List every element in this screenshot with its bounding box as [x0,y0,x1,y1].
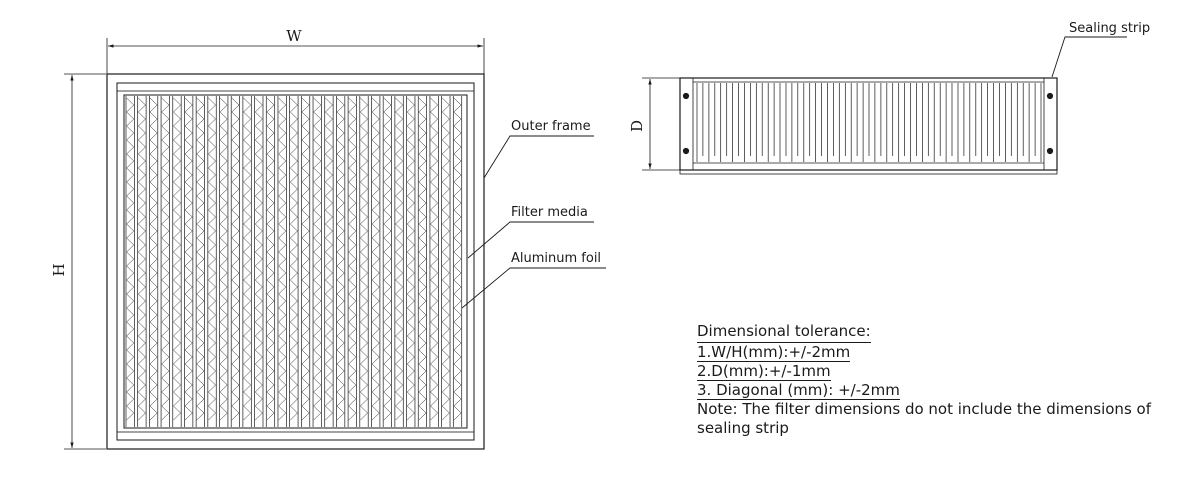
sealing-strip-bottom [679,169,1058,175]
aluminum-separator [336,97,345,421]
rivet-top-left [682,92,690,100]
aluminum-separator [208,97,216,421]
side-pleats [696,83,1042,162]
filter-media-label: Filter media [511,205,588,220]
sealing-strip-label: Sealing strip [1069,21,1150,36]
aluminum-separator [360,97,368,421]
tolerance-line-1: 1.W/H(mm):+/-2mm [697,343,851,362]
sealing-strip-leader [1051,36,1127,78]
aluminum-separator [441,97,450,421]
depth-label: D [628,120,646,132]
aluminum-separator [395,97,404,421]
aluminum-foil-label: Aluminum foil [511,251,601,266]
rivet-bottom-left [682,147,690,155]
aluminum-separator [278,97,287,421]
bottom-band [116,431,475,441]
aluminum-separator [161,97,170,421]
height-label: H [50,263,68,276]
outer-frame [106,73,485,450]
top-band [116,82,475,92]
outer-frame-leader [483,135,594,179]
aluminum-separator [254,97,263,421]
aluminum-separator [137,97,146,421]
aluminum-separator [383,97,392,421]
aluminum-separator [243,97,252,421]
aluminum-separator [371,97,380,421]
inner-frame [116,82,475,441]
tolerance-notes: Dimensional tolerance: 1.W/H(mm):+/-2mm … [697,322,1167,438]
tolerance-note: Note: The filter dimensions do not inclu… [697,400,1151,437]
aluminum-separator [313,97,322,421]
aluminum-separator [430,97,439,421]
outer-frame-label: Outer frame [511,119,591,134]
aluminum-separator [453,97,462,421]
aluminum-separator [219,97,228,421]
aluminum-foil-leader [461,267,606,309]
tolerance-heading: Dimensional tolerance: [697,322,871,343]
tolerance-line-2: 2.D(mm):+/-1mm [697,362,831,381]
aluminum-separator [149,97,158,421]
aluminum-separator [266,97,275,421]
filter-media-leader [467,221,594,259]
aluminum-separator [418,97,427,421]
aluminum-separator [406,97,415,421]
media-area [123,94,468,429]
front-view [64,38,485,450]
aluminum-separator [289,97,298,421]
aluminum-separator [348,97,357,421]
aluminum-separator [196,97,205,421]
rivet-bottom-right [1046,147,1054,155]
rivet-top-right [1046,92,1054,100]
aluminum-separator [184,97,193,421]
callout-leaders [461,36,1127,309]
side-view [642,77,1058,175]
aluminum-separator [173,97,181,421]
aluminum-separator [324,97,333,421]
tolerance-line-3: 3. Diagonal (mm): +/-2mm [697,381,900,400]
side-frame [679,77,1058,171]
aluminum-separator [126,97,135,421]
width-label: W [286,27,302,45]
aluminum-separator [301,97,310,421]
aluminum-separator [231,97,240,421]
filter-media-pleats [125,96,463,427]
